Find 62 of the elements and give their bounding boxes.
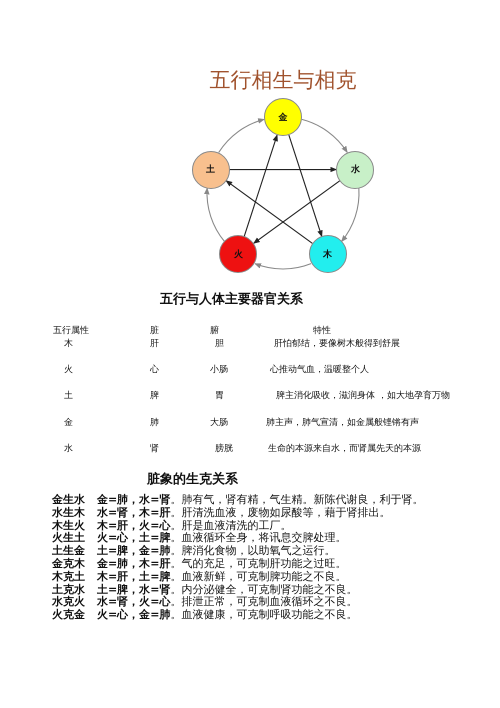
relation-description: 木=肝，火=心。肝是血液清洗的工厂。 <box>97 518 292 532</box>
relation-name: 火生土 <box>52 530 85 544</box>
property-text: 脾主消化吸收，滋润身体 ，如大地孕育万物 <box>276 389 450 402</box>
element-circle: 金 <box>264 98 302 136</box>
table-entry: 膀胱 <box>215 442 233 455</box>
table-entry: 大肠 <box>210 416 228 429</box>
relation-description: 木=肝，土=脾。血液新鲜，可克制脾功能之不良。 <box>97 569 346 584</box>
arrow <box>288 134 323 237</box>
relation-name: 木克土 <box>52 568 85 584</box>
arrow <box>341 188 360 242</box>
diagram-title: 五行相生与相克 <box>208 67 358 94</box>
column-header: 特性 <box>313 324 331 337</box>
section-heading: 五行与人体主要器官关系 <box>160 290 303 308</box>
relation-name: 土克水 <box>52 582 85 596</box>
arrow <box>204 188 225 242</box>
element-circle: 木 <box>308 235 347 274</box>
relation-description: 水=肾，木=肝。肝清洗血液，废物如尿酸等，藉于肾排出。 <box>97 505 390 519</box>
table-entry: 肝 <box>150 338 159 350</box>
property-text: 生命的本源来自水，而肾属先天的本源 <box>268 442 421 455</box>
arrow <box>218 118 264 153</box>
column-header: 五行属性 <box>53 324 89 337</box>
arrow <box>302 118 348 153</box>
property-text: 肝怕郁结，要像树木般得到舒展 <box>274 338 400 350</box>
table-entry: 脾 <box>150 390 159 402</box>
section-heading: 脏象的生克关系 <box>147 470 238 488</box>
relation-name: 水生木 <box>52 505 85 520</box>
column-header: 脏 <box>150 324 159 337</box>
relation-name: 火克金 <box>52 607 85 622</box>
arrow <box>253 180 340 244</box>
relation-description: 水=肾，火=心。排泄正常，可克制血液循环之不良。 <box>97 594 358 608</box>
relation-name: 土生金 <box>52 543 85 558</box>
relation-description: 火=心，金=肺。血液健康，可克制呼吸功能之不良。 <box>97 607 358 622</box>
table-entry: 土 <box>64 390 73 402</box>
table-entry: 胃 <box>215 390 224 402</box>
relation-description: 土=脾，金=肺。脾消化食物，以助氧气之运行。 <box>97 543 336 558</box>
property-text: 肺主声，肺气宣清，如金属般铿锵有声 <box>266 416 419 429</box>
table-entry: 火 <box>64 364 73 376</box>
table-entry: 肺 <box>150 416 159 429</box>
table-entry: 胆 <box>215 338 224 350</box>
table-entry: 肾 <box>150 442 159 455</box>
property-text: 心推动气血，温暖整个人 <box>270 364 369 376</box>
relation-description: 金=肺，水=肾。肺有气，肾有精，气生精。新陈代谢良，利于肾。 <box>97 492 424 506</box>
element-circle: 火 <box>219 235 258 274</box>
element-circle: 土 <box>192 150 230 188</box>
relation-description: 金=肺，木=肝。气的充足，可克制肝功能之过旺。 <box>97 556 346 570</box>
table-entry: 木 <box>64 338 73 350</box>
table-entry: 小肠 <box>210 364 228 376</box>
arrow <box>254 262 312 270</box>
table-entry: 金 <box>64 416 73 429</box>
arrow <box>244 134 278 237</box>
arrow <box>226 180 313 244</box>
relation-name: 金生水 <box>52 492 85 506</box>
relation-name: 木生火 <box>52 518 85 532</box>
column-header: 腑 <box>210 324 219 337</box>
relation-name: 金克木 <box>52 556 85 570</box>
arrow <box>230 166 337 172</box>
relation-description: 火=心，土=脾。血液循环全身，将讯息交脾处理。 <box>97 530 346 544</box>
element-circle: 水 <box>336 150 374 188</box>
table-entry: 水 <box>64 442 73 455</box>
relation-description: 土=脾，水=肾。内分泌健全，可克制肾功能之不良。 <box>97 582 358 596</box>
relation-name: 水克火 <box>52 595 85 608</box>
table-entry: 心 <box>150 364 159 376</box>
